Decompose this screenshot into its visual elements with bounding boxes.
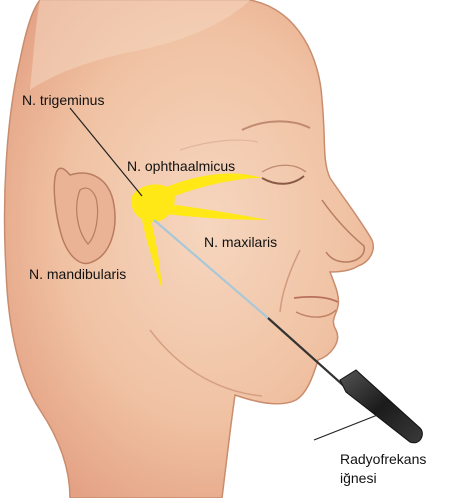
label-needle-line1: Radyofrekans xyxy=(340,450,426,469)
label-needle-line2: iğnesi xyxy=(340,469,426,488)
label-trigeminus: N. trigeminus xyxy=(22,92,104,108)
needle-handle xyxy=(340,370,422,443)
needle-pointer xyxy=(314,414,380,440)
label-ophthalmicus: N. ophthaalmicus xyxy=(127,158,235,174)
label-mandibularis: N. mandibularis xyxy=(29,266,126,282)
label-needle: Radyofrekans iğnesi xyxy=(340,450,426,488)
label-maxilaris: N. maxilaris xyxy=(204,234,277,250)
